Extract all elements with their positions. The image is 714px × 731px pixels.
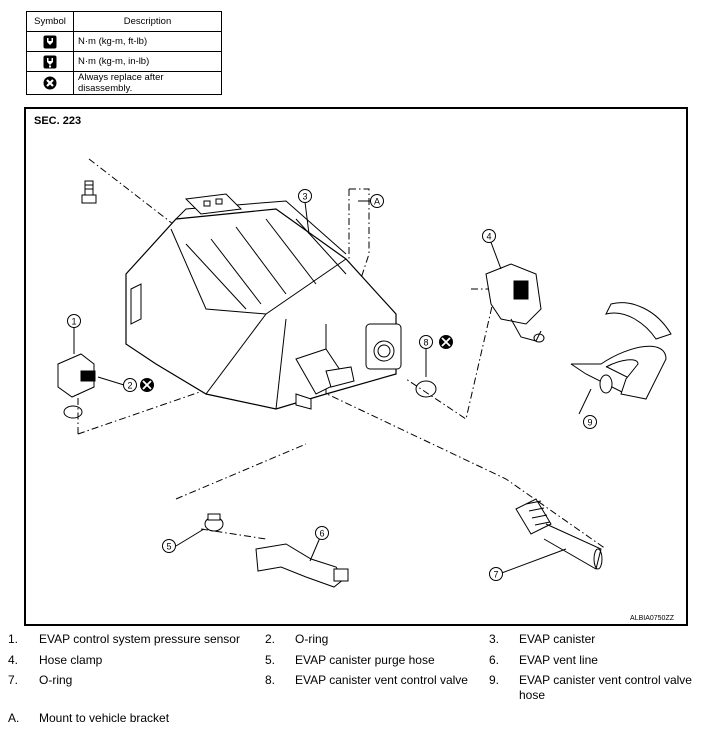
callout-circle <box>67 314 81 328</box>
symbol-table: Symbol Description N·m (kg-m, ft-lb) N·m… <box>26 11 222 95</box>
vent-control-valve-part <box>485 263 545 343</box>
legend-text: EVAP canister purge hose <box>295 653 435 667</box>
callout-circle <box>298 189 312 203</box>
legend-text: Hose clamp <box>39 653 103 667</box>
header-description: Description <box>73 11 222 32</box>
legend-num: 6. <box>489 653 500 667</box>
torque-wrench-icon <box>43 35 57 48</box>
callout-label: A <box>374 197 380 207</box>
callout-label: 4 <box>486 232 491 242</box>
vent-line-part <box>515 498 603 570</box>
symbol-cell <box>26 71 74 95</box>
legend-num: 9. <box>489 673 500 687</box>
callout-label: 2 <box>127 381 132 391</box>
callout-label: 3 <box>302 192 307 202</box>
legend-text: EVAP canister vent control valve <box>295 673 468 687</box>
hose-clamp-part <box>204 513 224 532</box>
legend-text: EVAP canister <box>519 632 596 646</box>
legend-text: O-ring <box>39 673 73 687</box>
torque-wrench-small-icon <box>43 55 57 68</box>
legend-text: O-ring <box>295 632 329 646</box>
symbol-cell <box>26 31 74 52</box>
legend-text: EVAP control system pressure sensor <box>39 632 240 646</box>
pressure-sensor-part <box>57 353 96 419</box>
diagram-drawing: 1 2 3 4 5 6 7 8 9 A <box>57 158 672 588</box>
legend-num: 2. <box>265 632 276 646</box>
callout-circle <box>162 539 176 553</box>
callout-circle <box>123 378 137 392</box>
replace-mark-2 <box>140 378 154 392</box>
legend-num: 5. <box>265 653 276 667</box>
symbol-cell <box>26 51 74 72</box>
callout-circle <box>489 567 503 581</box>
o-ring-part <box>415 380 437 398</box>
legend-num: 3. <box>489 632 500 646</box>
replace-mark-7 <box>439 335 453 349</box>
legend-num: 1. <box>8 632 19 646</box>
legend-text: Mount to vehicle bracket <box>39 711 170 725</box>
callout-label: 6 <box>319 529 324 539</box>
callout-circle <box>370 194 384 208</box>
legend-num: A. <box>8 711 20 725</box>
legend-text: hose <box>519 688 546 702</box>
section-label: SEC. 223 <box>34 115 82 127</box>
callout-label: 8 <box>423 338 428 348</box>
legend-text: EVAP canister vent control valve <box>519 673 692 687</box>
callout-label: 5 <box>166 542 171 552</box>
exploded-view-figure: SEC. 223 <box>24 107 688 626</box>
legend-num: 4. <box>8 653 19 667</box>
symbol-description: N·m (kg-m, ft-lb) <box>73 31 222 52</box>
callout-circle <box>419 335 433 349</box>
bolt-part <box>81 180 97 204</box>
callout-circle <box>315 526 329 540</box>
callout-circle <box>583 415 597 429</box>
callout-circle <box>482 229 496 243</box>
evap-canister-part <box>125 193 402 410</box>
purge-hose-part <box>255 543 349 588</box>
legend-text: EVAP vent line <box>519 653 598 667</box>
callout-label: 7 <box>493 570 498 580</box>
replace-x-icon <box>43 76 57 90</box>
callout-label: 1 <box>71 317 76 327</box>
header-symbol: Symbol <box>26 11 74 32</box>
callout-label: 9 <box>587 418 592 428</box>
callout-group: 1 2 3 4 5 6 7 8 9 A <box>67 189 597 581</box>
vent-valve-hose-part <box>570 302 672 400</box>
legend-num: 8. <box>265 673 276 687</box>
symbol-description: Always replace after disassembly. <box>73 71 222 95</box>
symbol-description: N·m (kg-m, in-lb) <box>73 51 222 72</box>
figure-code: ALBIA0750ZZ <box>630 615 674 622</box>
legend-num: 7. <box>8 673 19 687</box>
